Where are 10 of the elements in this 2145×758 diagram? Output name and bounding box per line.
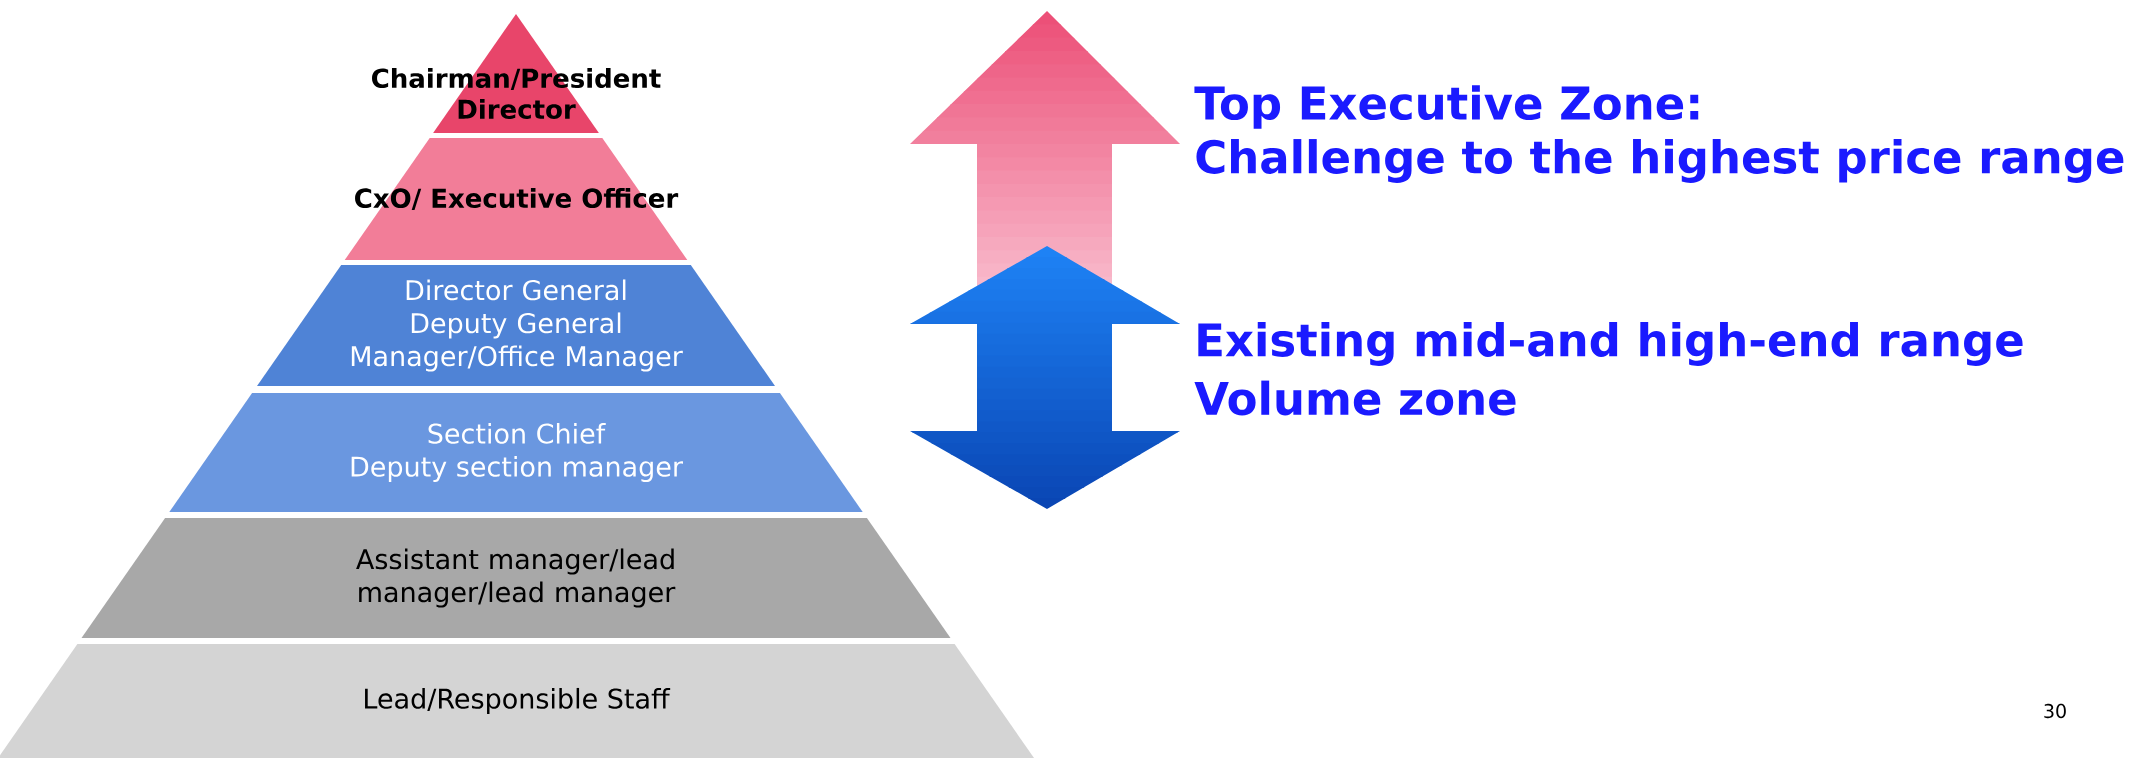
zone-label: Top Executive Zone: [1194, 85, 1699, 129]
pyramid-level: Assistant manager/lead manager/lead manager [81, 518, 951, 638]
pyramid-level: CxO/ Executive Officer [344, 138, 688, 260]
pyramid-level: Section Chief Deputy section manager [169, 393, 863, 512]
pyramid-level: Director General Deputy General Manager/Office Manager [257, 265, 775, 386]
pyramid-level: Lead/Responsible Staff [0, 644, 1034, 758]
zone-label: Existing mid-and high-end range [1198, 322, 2023, 366]
zone-label: Volume zone [1194, 380, 1516, 416]
zone-label: Challenge to the highest price range [1196, 139, 2124, 183]
page-number: 30 [2044, 703, 2066, 719]
